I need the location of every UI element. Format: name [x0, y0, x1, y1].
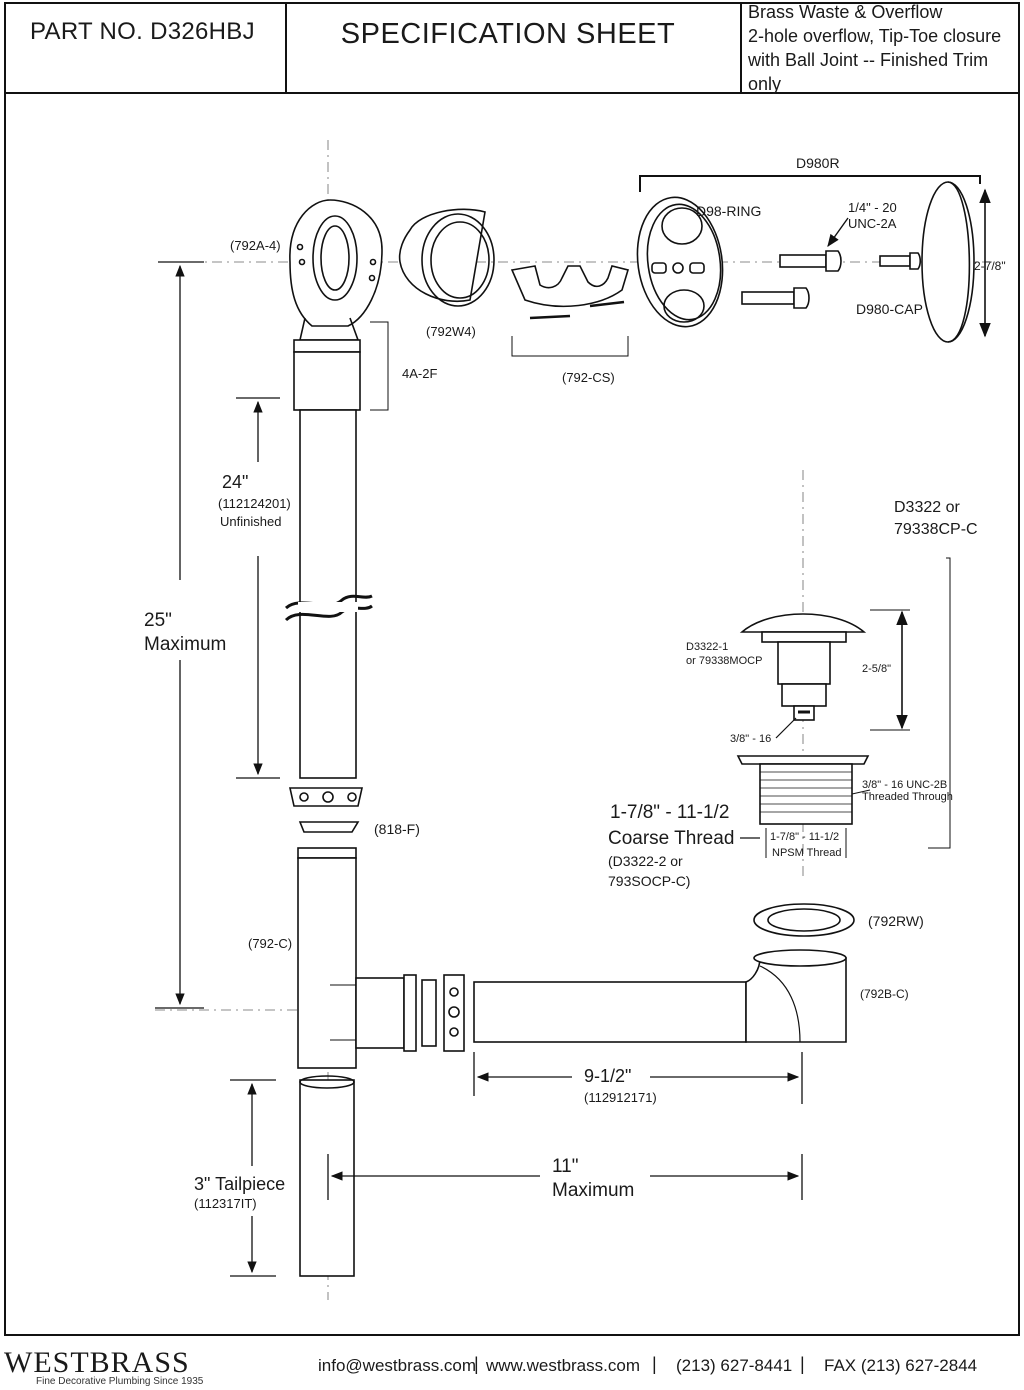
label-closure-2: 79338CP-C — [894, 521, 978, 538]
separator: | — [652, 1354, 657, 1374]
description-line: 2-hole overflow, Tip-Toe closure — [748, 26, 1002, 46]
label-slip-nut: (818-F) — [374, 821, 420, 837]
overflow-plate — [636, 196, 724, 328]
label-washer: (792RW) — [868, 913, 924, 929]
separator: | — [800, 1354, 805, 1374]
tee-fitting — [297, 847, 465, 1069]
label-coarse-2: Coarse Thread — [608, 828, 734, 849]
overflow-gasket — [398, 208, 495, 307]
label-elbow: (792A-4) — [230, 238, 281, 253]
label-stopper-dim: 2-5/8" — [862, 663, 891, 675]
label-thread-2: Threaded Through — [862, 791, 953, 803]
dimension-25-max — [155, 261, 204, 1009]
description-line: with Ball Joint -- Finished Trim — [748, 50, 989, 70]
tailpiece — [299, 1075, 355, 1277]
assembly-bracket — [639, 175, 981, 192]
label-screw-spec-2: UNC-2A — [848, 216, 897, 231]
label-drain-part: (112912171) — [584, 1090, 657, 1105]
label-tee: (792-C) — [248, 936, 292, 951]
dimension-reach — [327, 1154, 803, 1200]
separator: | — [474, 1354, 479, 1374]
label-nut: 4A-2F — [402, 366, 437, 381]
label-screw-spec: 1/4" - 20 — [848, 200, 897, 215]
header-col-divider-1 — [285, 2, 287, 93]
drain-shoe — [473, 903, 855, 1043]
technical-drawing: (792A-4) (792W4) (792-CS) 4A-2F D980R D9… — [144, 140, 1006, 1300]
label-thread: 3/8" - 16 UNC-2B — [862, 779, 947, 791]
clip — [510, 265, 630, 357]
label-tube-length: 24" — [222, 472, 248, 492]
label-closure: D3322 or — [894, 499, 960, 516]
label-max-word: Maximum — [144, 634, 226, 655]
label-gasket: (792W4) — [426, 324, 476, 339]
label-tailpiece-part: (112317IT) — [194, 1196, 257, 1211]
overflow-elbow — [289, 199, 383, 341]
connector-nut — [293, 321, 389, 411]
label-assembly: D980R — [796, 155, 840, 171]
contact-fax: FAX (213) 627-2844 — [824, 1356, 978, 1375]
part-number: PART NO. D326HBJ — [30, 18, 255, 45]
brand-logo: WESTBRASS — [4, 1346, 190, 1379]
description-line: Brass Waste & Overflow — [748, 2, 943, 22]
label-stud: 3/8" - 16 — [730, 733, 771, 745]
label-npsm: 1-7/8" - 11-1/2 — [770, 831, 839, 843]
product-description: Brass Waste & Overflow 2-hole overflow, … — [748, 0, 1020, 96]
screws — [741, 217, 922, 309]
label-cap-dim: 2-7/8" — [974, 259, 1006, 273]
label-tube-part: (112124201) — [218, 496, 291, 511]
contact-website[interactable]: www.westbrass.com — [486, 1356, 640, 1375]
label-npsm-2: NPSM Thread — [772, 847, 842, 859]
label-cap: D980-CAP — [856, 301, 923, 317]
label-drain-length: 9-1/2" — [584, 1066, 631, 1086]
contact-email[interactable]: info@westbrass.com — [318, 1356, 477, 1375]
dimension-drain — [473, 1052, 803, 1104]
label-reach-word: Maximum — [552, 1180, 634, 1201]
label-stopper-2: or 79338MOCP — [686, 655, 762, 667]
sheet-frame — [4, 2, 1020, 1336]
header-col-divider-2 — [740, 2, 742, 93]
header-divider — [4, 92, 1020, 94]
label-stopper: D3322-1 — [686, 641, 728, 653]
label-ring: D98-RING — [696, 203, 761, 219]
label-coarse: 1-7/8" - 11-1/2 — [610, 802, 729, 823]
dimension-24 — [236, 397, 280, 779]
brand-tagline: Fine Decorative Plumbing Since 1935 — [36, 1376, 204, 1387]
overflow-cap — [921, 181, 991, 343]
contact-phone: (213) 627-8441 — [676, 1356, 793, 1375]
label-coarse-3: (D3322-2 or — [608, 853, 683, 869]
dimension-tailpiece — [230, 1079, 276, 1277]
label-shoe: (792B-C) — [860, 987, 909, 1001]
label-max-length: 25" — [144, 610, 172, 631]
label-tailpiece: 3" Tailpiece — [194, 1174, 285, 1194]
slip-nut — [289, 787, 363, 833]
overflow-tube — [284, 409, 373, 779]
sheet-title: SPECIFICATION SHEET — [340, 18, 676, 50]
label-reach: 11" — [552, 1156, 578, 1177]
label-coarse-4: 793SOCP-C) — [608, 873, 690, 889]
description-line: only — [748, 74, 782, 94]
label-clip: (792-CS) — [562, 370, 615, 385]
stopper-assembly — [736, 557, 951, 858]
label-tube-finish: Unfinished — [220, 514, 281, 529]
